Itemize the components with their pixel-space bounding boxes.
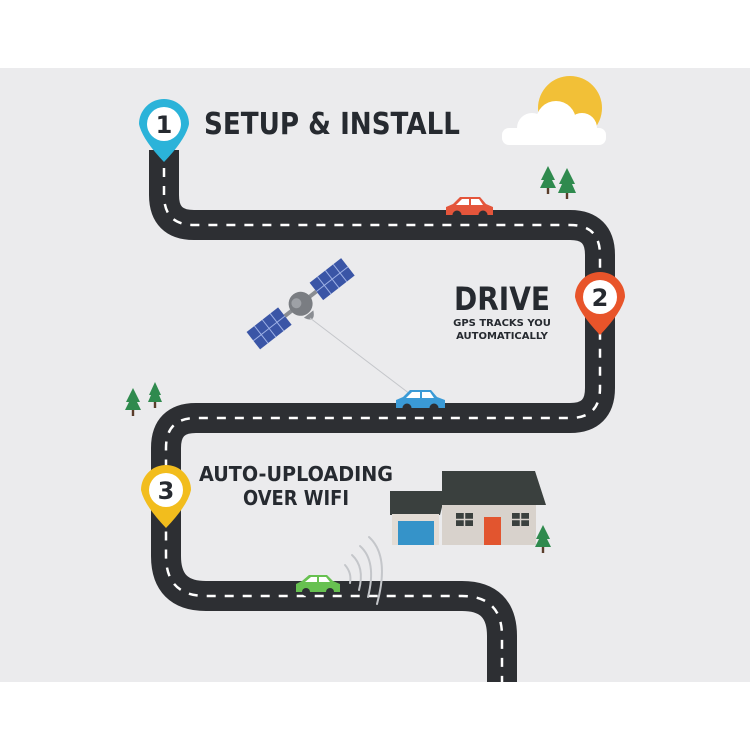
step-3-title-line-2: OVER WIFI <box>243 486 349 510</box>
step-2-subtitle-line-1: GPS TRACKS YOU <box>453 318 551 329</box>
car-icon <box>296 575 340 596</box>
wifi-signal-icon <box>344 536 383 605</box>
gps-signal-line <box>309 317 411 395</box>
winding-road <box>149 150 615 682</box>
step-1-title: SETUP & INSTALL <box>204 107 460 142</box>
map-pin-icon: 2 <box>575 272 625 335</box>
step-1-number: 1 <box>156 111 173 139</box>
map-pin-icon: 3 <box>141 465 191 528</box>
map-pin-icon: 1 <box>139 99 189 162</box>
tree-icon <box>148 382 162 408</box>
car-icon <box>396 390 445 413</box>
satellite-icon <box>246 258 355 350</box>
step-3-title-line-1: AUTO-UPLOADING <box>199 462 393 486</box>
step-3-number: 3 <box>158 477 175 505</box>
tree-icon <box>535 525 551 553</box>
tree-icon <box>558 168 576 199</box>
tree-icon <box>125 388 141 416</box>
step-2-subtitle-line-2: AUTOMATICALLY <box>456 331 549 342</box>
house-icon <box>390 471 546 545</box>
cloud-icon <box>502 101 606 145</box>
step-2-title: DRIVE <box>454 280 550 318</box>
step-2-number: 2 <box>592 284 609 312</box>
background-panel <box>0 68 750 682</box>
tree-icon <box>540 166 556 194</box>
car-icon <box>446 197 493 220</box>
